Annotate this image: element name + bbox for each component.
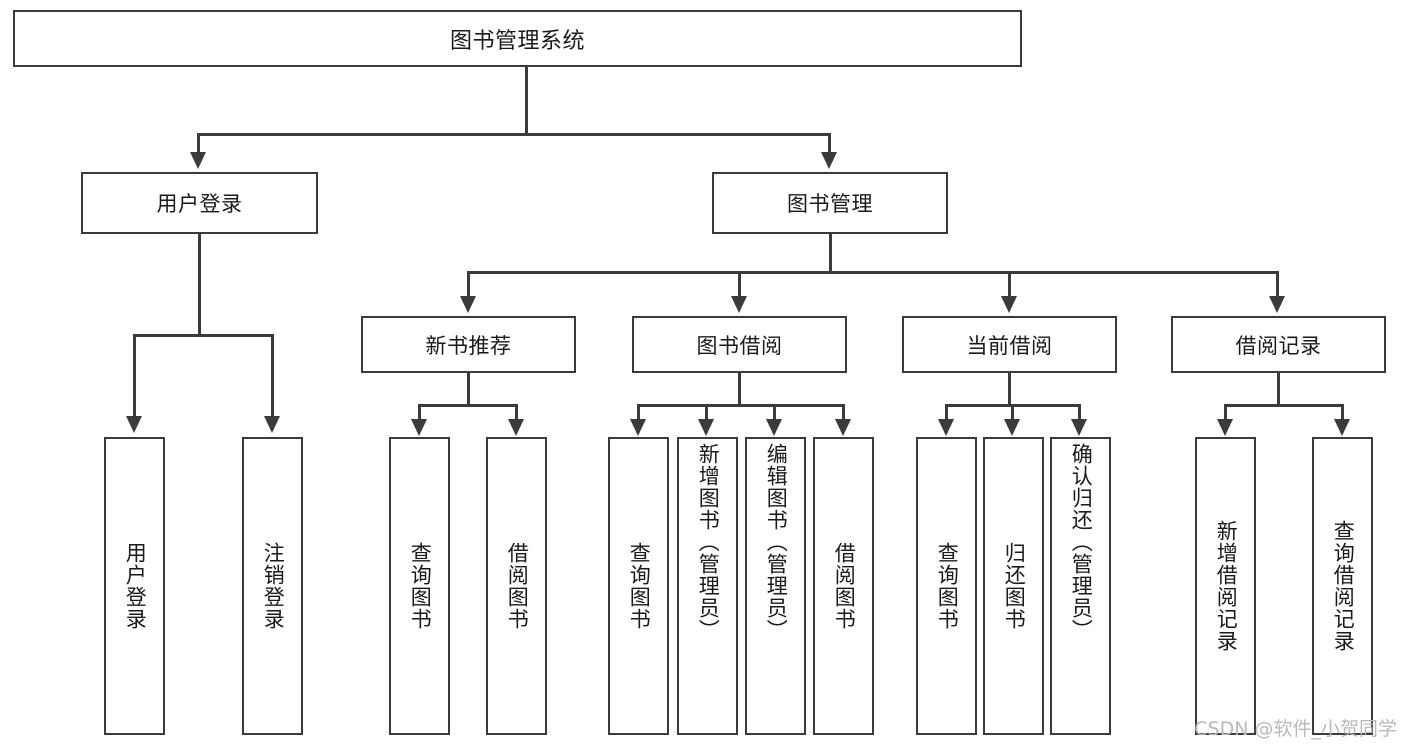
leaf-book-borrow-query-book[interactable]: 查询图书 <box>608 437 669 735</box>
node-root-book-management-system[interactable]: 图书管理系统 <box>13 10 1022 67</box>
connector-nbr-child-2 <box>515 404 518 422</box>
arrowhead-br-child-1 <box>1217 419 1233 436</box>
node-user-login[interactable]: 用户登录 <box>81 172 318 234</box>
node-label: 图书借阅 <box>696 333 783 358</box>
arrowhead-user-login-child-2 <box>264 416 280 433</box>
leaf-book-borrow-edit-book-admin[interactable]: 编辑图书（管理员） <box>745 437 806 735</box>
leaf-current-borrow-return-book[interactable]: 归还图书 <box>983 437 1044 735</box>
leaf-label: 新增图书（管理员） <box>696 443 721 641</box>
leaf-book-borrow-borrow-book[interactable]: 借阅图书 <box>813 437 874 735</box>
node-label: 当前借阅 <box>966 333 1053 358</box>
node-label: 新书推荐 <box>425 333 512 358</box>
arrowhead-bb-child-4 <box>835 419 851 436</box>
leaf-user-login-logout[interactable]: 注销登录 <box>242 437 303 735</box>
node-new-book-recommend[interactable]: 新书推荐 <box>361 316 576 373</box>
arrowhead-cb-child-1 <box>938 419 954 436</box>
arrowhead-bm-child-2 <box>731 296 747 313</box>
connector-user-login-child-1 <box>133 334 136 419</box>
node-label: 图书管理 <box>787 192 873 216</box>
leaf-label: 查询图书 <box>408 542 433 630</box>
connector-br-stem <box>1277 373 1280 406</box>
csdn-watermark: CSDN @软件_小贺同学 <box>1194 718 1397 740</box>
connector-root-to-book-management <box>828 133 831 155</box>
connector-bb-bar <box>637 404 845 407</box>
connector-root-to-user-login <box>197 133 200 155</box>
connector-cb-stem <box>1008 373 1011 406</box>
connector-bm-child-3 <box>1008 271 1011 299</box>
arrowhead-bm-child-1 <box>460 296 476 313</box>
arrowhead-bm-child-4 <box>1269 296 1285 313</box>
connector-user-login-stem <box>198 234 201 336</box>
leaf-label: 查询借阅记录 <box>1331 520 1356 652</box>
leaf-new-book-query-book[interactable]: 查询图书 <box>389 437 450 735</box>
connector-user-login-child-2 <box>271 334 274 419</box>
arrowhead-bb-child-1 <box>630 419 646 436</box>
node-borrow-record[interactable]: 借阅记录 <box>1171 316 1386 373</box>
leaf-book-borrow-add-book-admin[interactable]: 新增图书（管理员） <box>677 437 738 735</box>
connector-bm-child-2 <box>738 271 741 299</box>
connector-br-child-1 <box>1224 404 1227 422</box>
arrowhead-bb-child-2 <box>698 419 714 436</box>
arrowhead-nbr-child-2 <box>508 419 524 436</box>
connector-bm-child-4 <box>1276 271 1279 299</box>
leaf-label: 借阅图书 <box>832 542 857 630</box>
node-book-borrow[interactable]: 图书借阅 <box>632 316 847 373</box>
arrowhead-to-user-login <box>190 152 206 169</box>
leaf-label: 编辑图书（管理员） <box>764 443 789 641</box>
node-current-borrow[interactable]: 当前借阅 <box>902 316 1117 373</box>
arrowhead-cb-child-2 <box>1004 419 1020 436</box>
leaf-borrow-record-add-record[interactable]: 新增借阅记录 <box>1195 437 1256 735</box>
leaf-new-book-borrow-book[interactable]: 借阅图书 <box>486 437 547 735</box>
arrowhead-to-book-management <box>821 152 837 169</box>
connector-root-bar <box>197 133 831 136</box>
arrowhead-br-child-2 <box>1334 419 1350 436</box>
leaf-label: 归还图书 <box>1002 542 1027 630</box>
connector-book-management-stem <box>829 234 832 274</box>
arrowhead-bm-child-3 <box>1001 296 1017 313</box>
connector-bb-child-1 <box>637 404 640 422</box>
arrowhead-user-login-child-1 <box>126 416 142 433</box>
leaf-label: 用户登录 <box>123 542 148 630</box>
connector-root-stem <box>525 67 528 135</box>
connector-bm-child-1 <box>467 271 470 299</box>
connector-bb-child-2 <box>705 404 708 422</box>
leaf-label: 新增借阅记录 <box>1214 520 1239 652</box>
node-label: 用户登录 <box>156 192 243 216</box>
leaf-label: 查询图书 <box>935 542 960 630</box>
connector-book-management-bar <box>467 271 1279 274</box>
connector-br-child-2 <box>1341 404 1344 422</box>
node-label: 图书管理系统 <box>449 28 585 54</box>
leaf-current-borrow-confirm-return-admin[interactable]: 确认归还（管理员） <box>1050 437 1111 735</box>
connector-cb-child-2 <box>1011 404 1014 422</box>
arrowhead-nbr-child-1 <box>411 419 427 436</box>
connector-cb-child-1 <box>945 404 948 422</box>
leaf-label: 确认归还（管理员） <box>1069 443 1094 641</box>
connector-user-login-bar <box>133 334 274 337</box>
leaf-current-borrow-query-book[interactable]: 查询图书 <box>916 437 977 735</box>
arrowhead-cb-child-3 <box>1071 419 1087 436</box>
leaf-label: 借阅图书 <box>505 542 530 630</box>
connector-bb-stem <box>738 373 741 406</box>
connector-bb-child-3 <box>773 404 776 422</box>
arrowhead-bb-child-3 <box>766 419 782 436</box>
leaf-label: 查询图书 <box>627 542 652 630</box>
connector-br-bar <box>1224 404 1344 407</box>
connector-bb-child-4 <box>842 404 845 422</box>
connector-nbr-child-1 <box>418 404 421 422</box>
leaf-borrow-record-query-record[interactable]: 查询借阅记录 <box>1312 437 1373 735</box>
node-label: 借阅记录 <box>1235 333 1322 358</box>
leaf-user-login-login[interactable]: 用户登录 <box>104 437 165 735</box>
connector-nbr-bar <box>418 404 518 407</box>
connector-cb-child-3 <box>1078 404 1081 422</box>
leaf-label: 注销登录 <box>261 542 286 630</box>
connector-nbr-stem <box>467 373 470 406</box>
node-book-management[interactable]: 图书管理 <box>712 172 948 234</box>
